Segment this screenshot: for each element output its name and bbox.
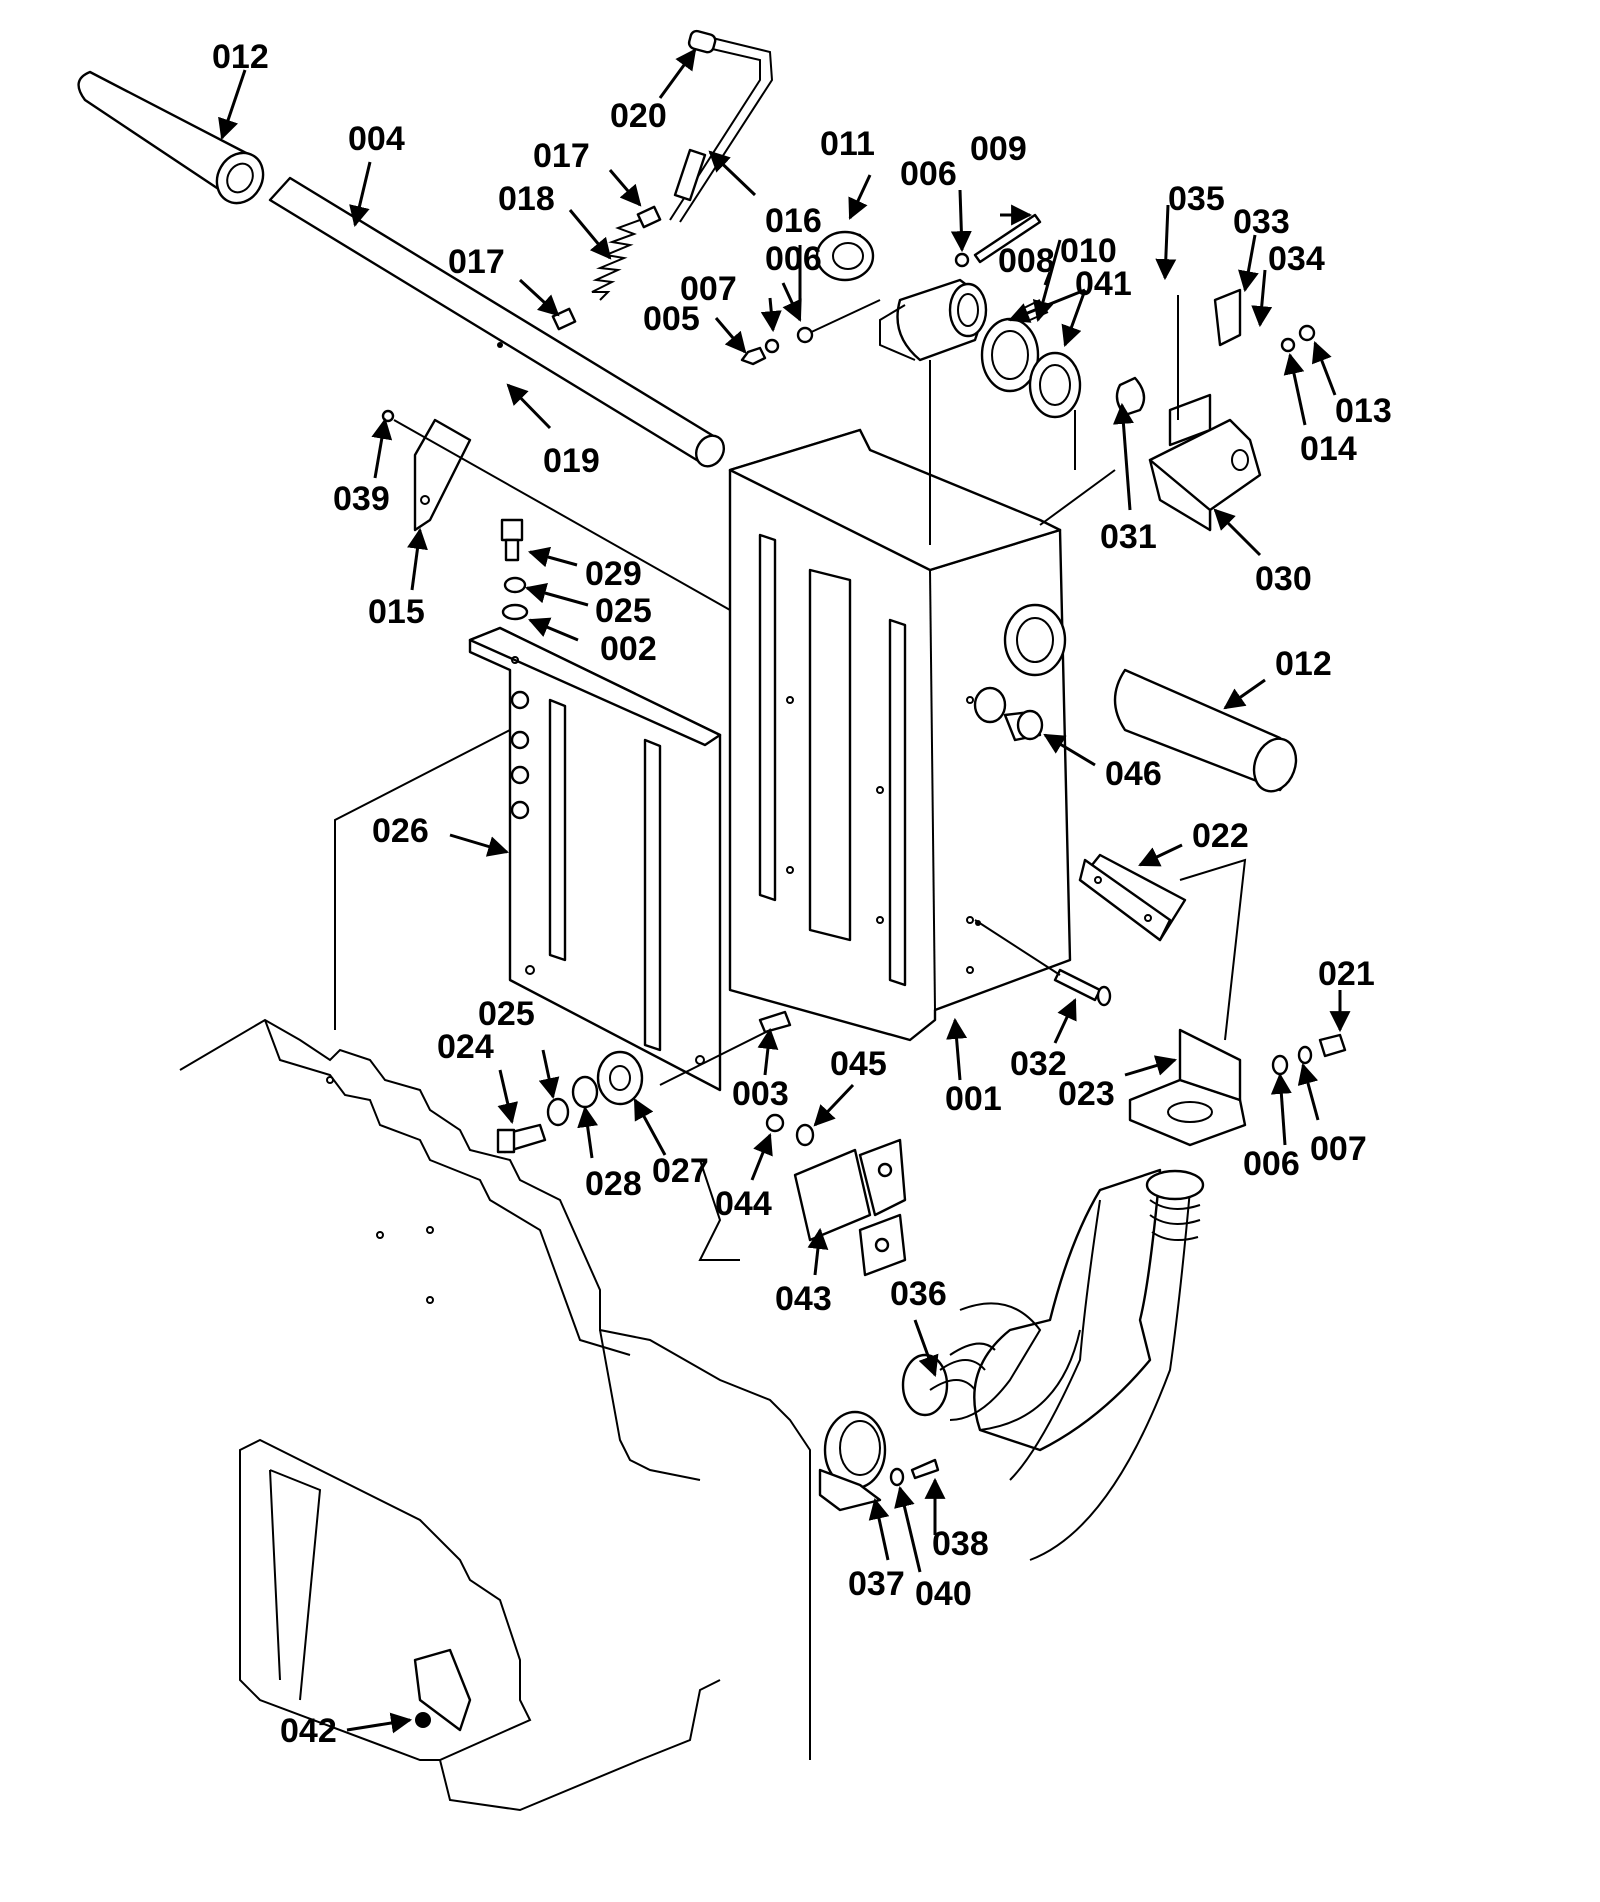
callout-025-upper: 025 [595,592,652,630]
clamp-037 [818,1410,940,1512]
callout-044: 044 [715,1185,772,1223]
callout-007-right: 007 [1310,1130,1367,1168]
callout-032: 032 [1010,1045,1067,1083]
screw-032 [974,919,1112,1007]
grip-012-top [77,70,265,205]
callout-005: 005 [643,300,700,338]
spring-018 [551,205,662,331]
bracket-042 [413,1648,472,1732]
callout-028: 028 [585,1165,642,1203]
callout-045: 045 [830,1045,887,1083]
callout-011: 011 [820,125,875,163]
callout-027: 027 [652,1152,709,1190]
callout-labels: 012 004 020 017 018 017 019 039 015 029 … [212,38,1392,1750]
callout-019: 019 [543,442,600,480]
callout-009: 009 [970,130,1027,168]
bracket-023 [1128,1028,1347,1147]
callout-002: 002 [600,630,657,668]
callout-014: 014 [1300,430,1357,468]
callout-043: 043 [775,1280,832,1318]
bracket-015 [381,409,731,611]
leader-lines [218,48,1351,1734]
callout-012-right: 012 [1275,645,1332,683]
callout-012-top: 012 [212,38,269,76]
callout-022: 022 [1192,817,1249,855]
callout-006-top: 006 [900,155,957,193]
callout-004: 004 [348,120,405,158]
rod-020 [669,29,774,223]
callout-015: 015 [368,593,425,631]
callout-029: 029 [585,555,642,593]
callout-034: 034 [1268,240,1325,278]
switch-bracket-030 [1039,288,1316,532]
callout-008: 008 [998,242,1055,280]
callout-006-mid: 006 [765,240,822,278]
callout-031: 031 [1100,518,1157,556]
callout-020: 020 [610,97,667,135]
grip-012-right [1113,668,1298,793]
main-panel-001 [728,428,1072,1042]
callout-013: 013 [1335,392,1392,430]
callout-046: 046 [1105,755,1162,793]
pivot-assembly [740,213,1082,545]
callout-038: 038 [932,1525,989,1563]
solenoid-043 [765,1113,907,1277]
callout-006-right: 006 [1243,1145,1300,1183]
bolt-029 [500,518,529,664]
callout-001: 001 [945,1080,1002,1118]
callout-037: 037 [848,1565,905,1603]
callout-040: 040 [915,1575,972,1613]
callout-018: 018 [498,180,555,218]
callout-039: 039 [333,480,390,518]
callout-003: 003 [732,1075,789,1113]
callout-025-lower: 025 [478,995,535,1033]
hose-036 [901,1168,1205,1561]
callout-033: 033 [1233,203,1290,241]
callout-016: 016 [765,202,822,240]
callout-041: 041 [1075,265,1132,303]
lower-hardware [496,1010,792,1154]
callout-017-upper: 017 [533,137,590,175]
callout-026: 026 [372,812,429,850]
callout-036: 036 [890,1275,947,1313]
bracket-022 [1078,853,1247,1041]
callout-007-top: 007 [680,270,737,308]
callout-010: 010 [1060,232,1117,270]
plug-046 [973,686,1044,742]
machine-body [179,1018,811,1812]
callout-035: 035 [1168,180,1225,218]
callout-021: 021 [1318,955,1375,993]
callout-017-lower: 017 [448,243,505,281]
callout-030: 030 [1255,560,1312,598]
callout-023: 023 [1058,1075,1115,1113]
lever-004 [268,176,726,468]
slide-plate-026 [334,626,722,1092]
callout-024: 024 [437,1028,494,1066]
callout-042: 042 [280,1712,337,1750]
